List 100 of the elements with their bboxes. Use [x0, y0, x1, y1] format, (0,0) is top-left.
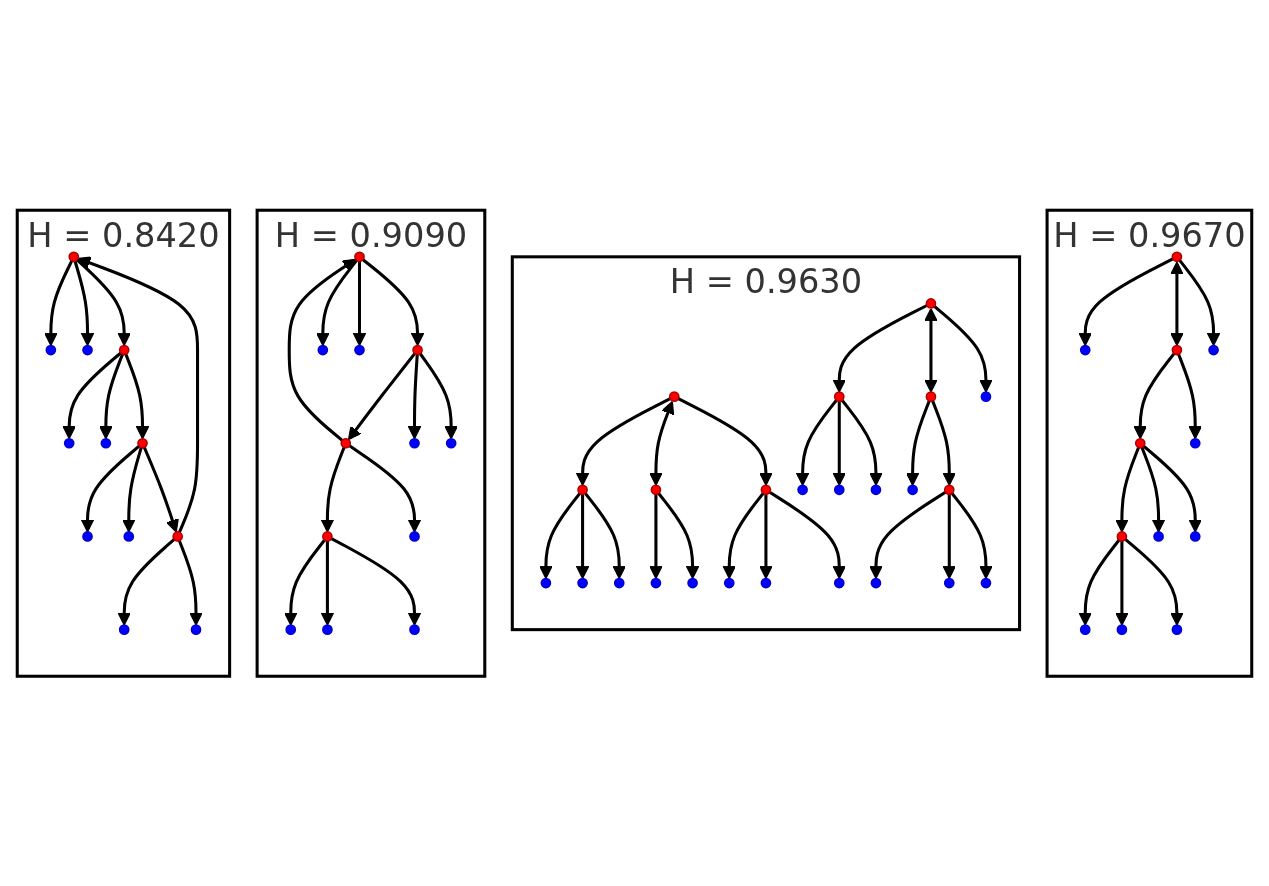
arrow	[575, 397, 671, 486]
node-circle	[1079, 344, 1091, 356]
arrow	[649, 400, 675, 486]
arrow	[352, 261, 367, 346]
node-circle	[687, 577, 698, 589]
arrow	[840, 399, 883, 486]
arrow	[722, 492, 765, 579]
arrow	[1115, 446, 1140, 533]
node-circle	[68, 251, 80, 262]
node-circle	[833, 484, 845, 495]
arrow	[76, 258, 131, 346]
arrow	[320, 540, 335, 626]
node-circle	[650, 577, 662, 589]
node-circle	[1171, 344, 1183, 356]
node-circle	[1189, 437, 1201, 449]
arrow	[316, 259, 358, 346]
node-circle	[760, 577, 772, 589]
node-circle	[82, 344, 93, 356]
node-circle	[137, 437, 148, 449]
arrow	[1124, 538, 1184, 626]
arrow	[73, 260, 95, 346]
node-circle	[668, 391, 680, 402]
node-circle	[833, 577, 845, 589]
node-circle	[118, 624, 130, 635]
arrow	[330, 537, 422, 626]
arrow	[99, 353, 124, 440]
node-circle	[354, 344, 365, 356]
arrow	[362, 258, 425, 346]
node-circle	[870, 577, 882, 589]
arrow	[950, 492, 993, 579]
node-circle	[1171, 251, 1183, 262]
arrow	[62, 351, 122, 440]
arrow	[584, 492, 626, 579]
arrow	[44, 260, 74, 346]
node-circle	[412, 344, 423, 356]
arrow	[677, 397, 773, 486]
arrow	[1142, 444, 1202, 533]
node-circle	[190, 624, 202, 635]
arrow	[657, 492, 700, 579]
arrow	[124, 353, 150, 440]
node-circle	[445, 437, 457, 449]
node-circle	[123, 530, 135, 542]
node-circle	[540, 577, 552, 589]
node-circle	[409, 530, 420, 542]
arrow	[177, 539, 203, 626]
node-circle	[925, 297, 937, 309]
node-circle	[980, 391, 992, 402]
arrow	[869, 490, 947, 579]
node-circle	[322, 530, 333, 542]
arrow	[832, 401, 846, 486]
node-circle	[1116, 624, 1128, 635]
arrow	[931, 400, 956, 486]
arrow	[795, 399, 838, 486]
arrow	[347, 352, 416, 440]
arrow	[419, 352, 458, 440]
node-circle	[870, 484, 882, 495]
arrow	[407, 354, 422, 440]
arrow	[1133, 352, 1176, 440]
node-circle	[1208, 344, 1219, 356]
cluster: H = 0.9090	[255, 208, 487, 678]
arrow	[1078, 257, 1174, 346]
node-circle	[354, 251, 365, 262]
arrow	[1170, 261, 1184, 346]
arrow	[649, 494, 663, 579]
arrow	[320, 446, 346, 533]
node-circle	[1134, 437, 1146, 449]
node-circle	[322, 624, 333, 635]
node-circle	[760, 484, 772, 495]
node-circle	[650, 484, 662, 495]
arrow	[1178, 259, 1221, 346]
node-circle	[925, 391, 937, 402]
arrow	[539, 492, 581, 579]
node-circle	[907, 484, 918, 495]
arrow	[924, 307, 938, 393]
node-circle	[1153, 530, 1164, 542]
node-circle	[1171, 624, 1183, 635]
arrow	[933, 305, 993, 393]
node-circle	[577, 484, 588, 495]
node-circle	[340, 437, 352, 449]
node-circle	[409, 624, 420, 635]
arrow	[905, 400, 931, 486]
node-circle	[1189, 530, 1201, 542]
arrow	[80, 444, 140, 533]
node-circle	[833, 391, 845, 402]
arrow	[575, 494, 590, 579]
node-circle	[1116, 530, 1128, 542]
arrow	[768, 490, 846, 579]
arrow	[832, 303, 928, 393]
cluster: H = 0.8420	[15, 208, 232, 678]
node-circle	[285, 624, 297, 635]
arrow	[287, 258, 357, 442]
node-circle	[613, 577, 625, 589]
node-circle	[577, 577, 588, 589]
arrow	[1140, 446, 1166, 533]
cluster: H = 0.9630	[510, 255, 1022, 631]
node-circle	[943, 577, 955, 589]
arrow	[122, 446, 143, 533]
node-circle	[797, 484, 808, 495]
arrow	[348, 444, 422, 533]
arrow	[142, 446, 179, 533]
